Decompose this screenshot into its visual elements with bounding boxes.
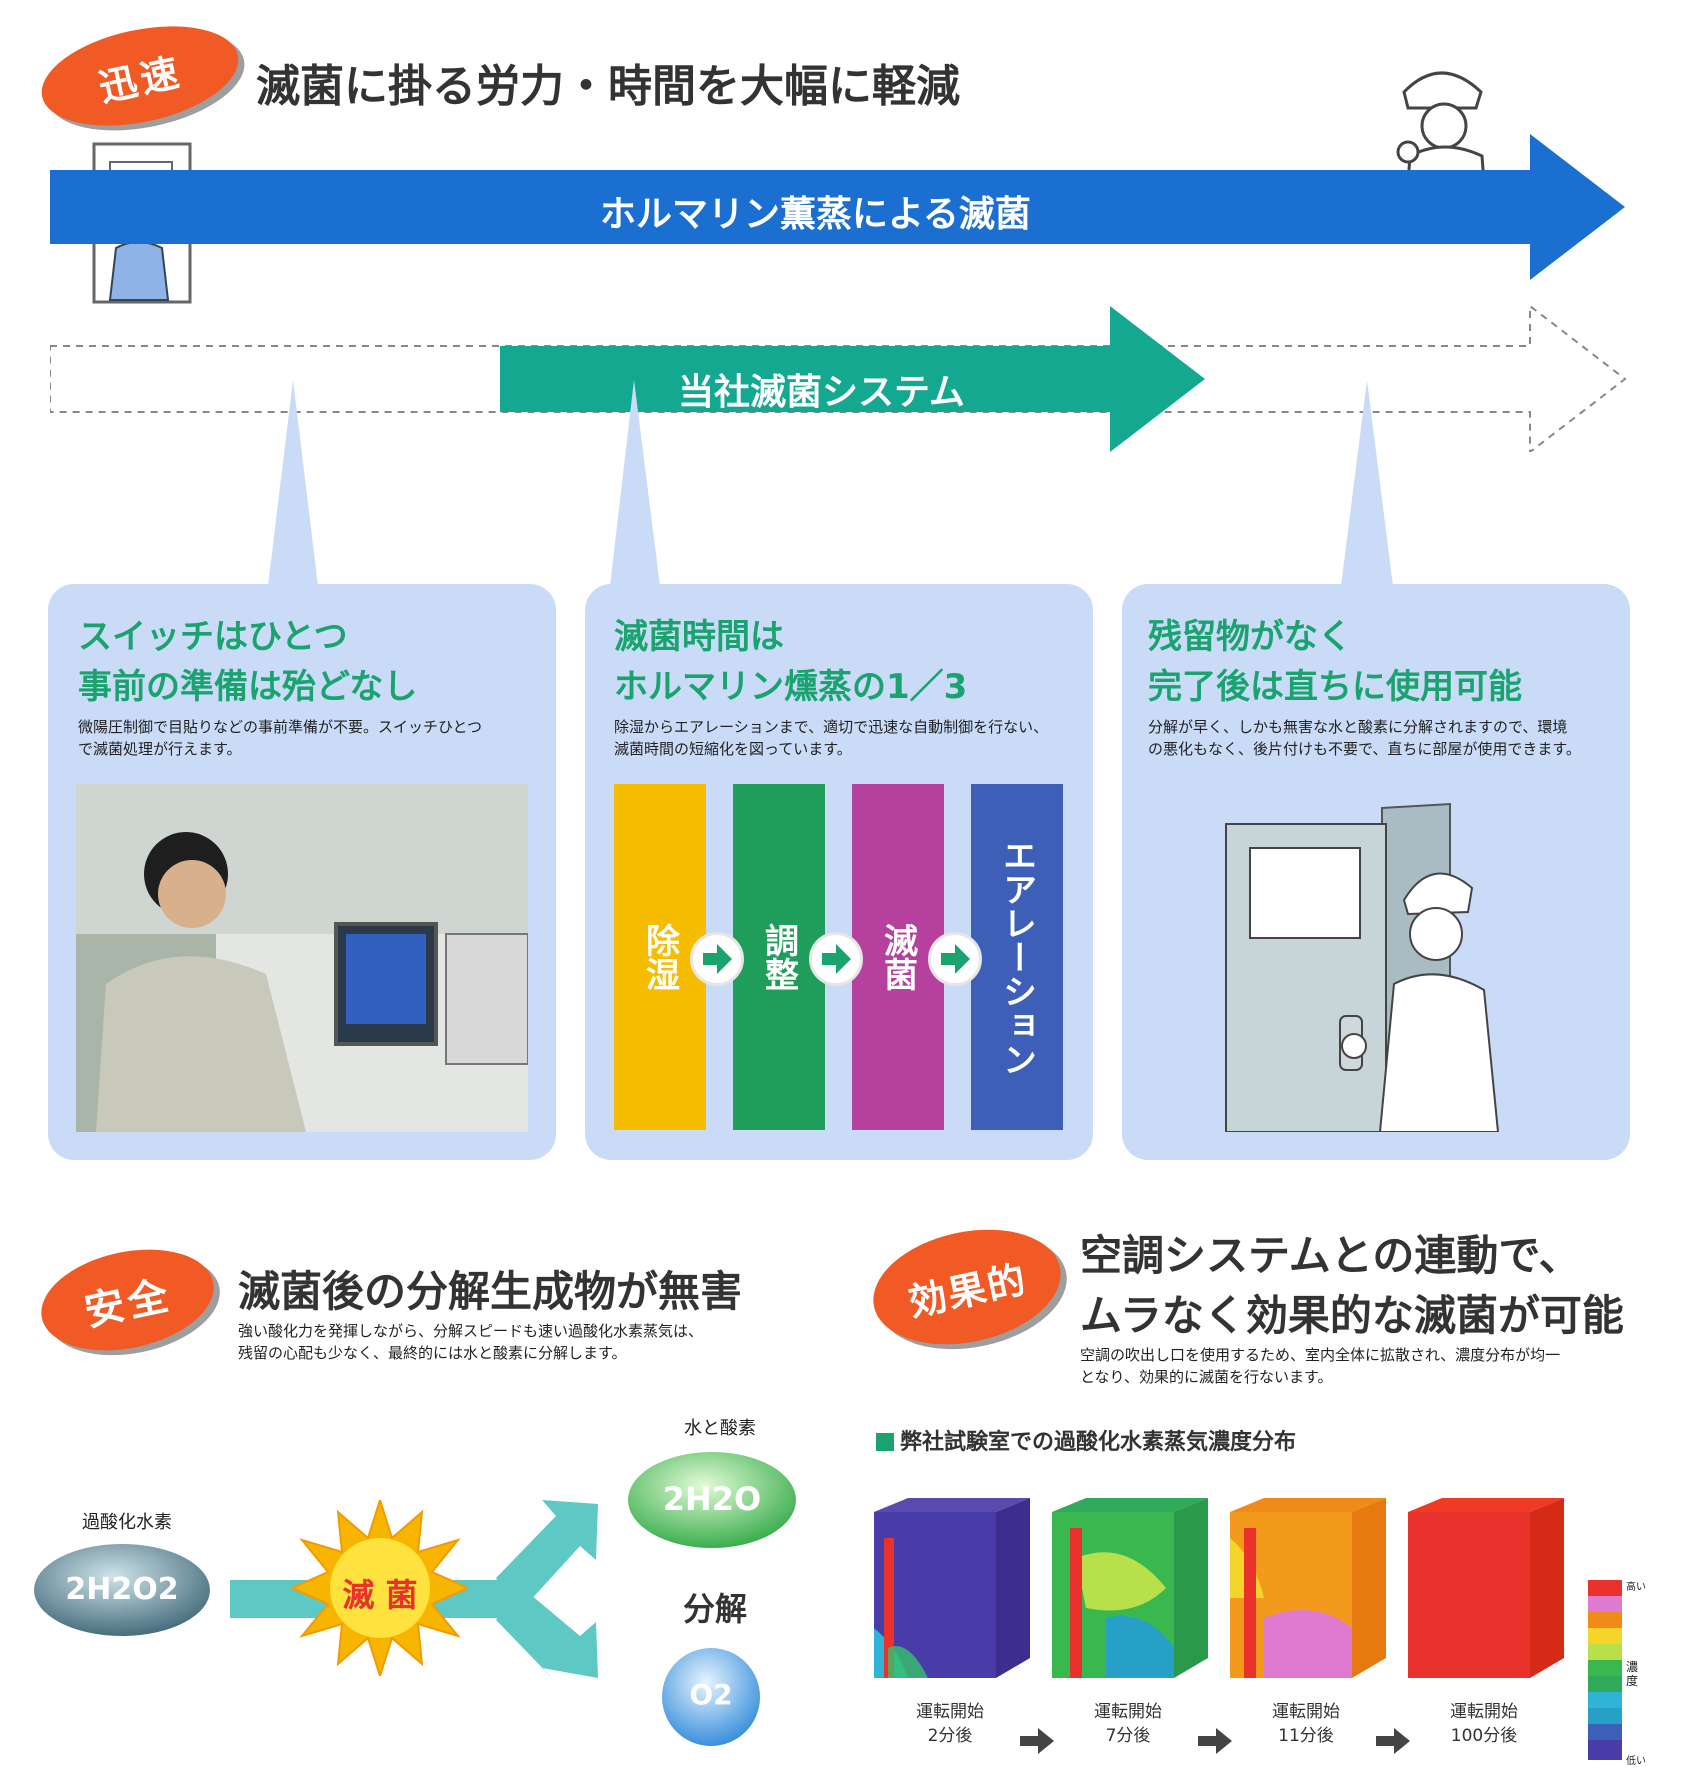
formalin-arrow-label: ホルマリン薫蒸による滅菌	[600, 194, 1031, 235]
effective-badge-label: 効果的	[904, 1256, 1031, 1325]
safety-body: 強い酸化力を発揮しながら、分解スピードも速い過酸化水素蒸気は、 残留の心配も少な…	[238, 1322, 704, 1362]
scale-mid-label: 濃度	[1626, 1660, 1639, 1688]
oxygen-formula: O2	[689, 1678, 733, 1711]
concentration-chart-title-text: 弊社試験室での過酸化水素蒸気濃度分布	[900, 1430, 1297, 1455]
step-aeration: エアレーション	[971, 784, 1063, 1130]
speed-badge: 迅速	[32, 10, 248, 142]
our-system-arrow-label: 当社滅菌システム	[678, 372, 965, 413]
scale-low-label: 低い	[1626, 1756, 1646, 1767]
h2o2-formula: 2H2O2	[65, 1572, 179, 1607]
step-adjust-label: 調整	[758, 923, 799, 991]
green-square-icon	[876, 1433, 894, 1451]
oxygen-molecule	[662, 1648, 760, 1746]
stage-arrow-1-icon	[1020, 1728, 1054, 1754]
safety-heading: 滅菌後の分解生成物が無害	[238, 1267, 743, 1316]
card-one-title: スイッチはひとつ 事前の準備は殆どなし	[78, 617, 418, 707]
step-arrow-1-icon	[690, 932, 744, 986]
step-dehumidify-label: 除湿	[639, 923, 680, 991]
effective-body: 空調の吹出し口を使用するため、室内全体に拡散され、濃度分布が均一 となり、効果的…	[1080, 1346, 1561, 1386]
concentration-cube-7min	[1052, 1498, 1208, 1678]
safety-badge-label: 安全	[80, 1272, 177, 1336]
water-oxygen-label: 水と酸素	[684, 1418, 756, 1439]
stage-label-100min: 運転開始 100分後	[1450, 1702, 1518, 1746]
concentration-cube-100min	[1408, 1498, 1564, 1678]
step-arrow-2-icon	[809, 932, 863, 986]
concentration-cube-2min	[874, 1498, 1030, 1678]
step-aeration-label: エアレーション	[996, 838, 1037, 1076]
card-one-body: 微陽圧制御で目貼りなどの事前準備が不要。スイッチひとつ で滅菌処理が行えます。	[78, 718, 482, 758]
stage-arrow-2-icon	[1198, 1728, 1232, 1754]
our-system-arrow	[500, 306, 1205, 452]
concentration-chart-title: 弊社試験室での過酸化水素蒸気濃度分布	[876, 1424, 1296, 1456]
sterilize-label: 滅 菌	[342, 1576, 418, 1614]
speed-badge-label: 迅速	[95, 49, 187, 110]
stage-label-11min: 運転開始 11分後	[1272, 1702, 1340, 1746]
card-two-title: 滅菌時間は ホルマリン燻蒸の1／3	[614, 617, 968, 707]
sterilize-burst-icon	[292, 1500, 468, 1676]
effective-badge: 効果的	[862, 1213, 1072, 1361]
concentration-color-scale	[1588, 1580, 1622, 1760]
card-two-body: 除湿からエアレーションまで、適切で迅速な自動制御を行ない、 滅菌時間の短縮化を図…	[614, 718, 1049, 758]
effective-heading-line1: 空調システムとの連動で、	[1080, 1231, 1581, 1280]
concentration-cube-11min	[1230, 1498, 1386, 1678]
speed-heading: 滅菌に掛る労力・時間を大幅に軽減	[256, 61, 960, 112]
h2o2-molecule	[34, 1544, 210, 1636]
stage-arrow-3-icon	[1376, 1728, 1410, 1754]
operator-at-control-panel-photo	[76, 784, 528, 1132]
stage-label-7min: 運転開始 7分後	[1094, 1702, 1162, 1746]
step-sterilize-label: 滅菌	[877, 923, 918, 991]
h2o2-label: 過酸化水素	[82, 1512, 172, 1533]
stage-label-2min: 運転開始 2分後	[916, 1702, 984, 1746]
water-molecule	[628, 1452, 796, 1548]
scale-high-label: 高い	[1626, 1582, 1646, 1593]
formalin-process-arrow	[50, 134, 1625, 280]
safety-badge: 安全	[31, 1234, 224, 1366]
card-pointers	[268, 380, 1393, 586]
worker-opening-door-illustration	[1225, 802, 1500, 1132]
effective-heading-line2: ムラなく効果的な滅菌が可能	[1080, 1291, 1624, 1340]
step-arrow-3-icon	[928, 932, 982, 986]
card-three-title: 残留物がなく 完了後は直ちに使用可能	[1148, 617, 1522, 707]
card-three-body: 分解が早く、しかも無害な水と酸素に分解されますので、環境 の悪化もなく、後片付け…	[1148, 718, 1581, 758]
decompose-label: 分解	[682, 1590, 747, 1628]
water-formula: 2H2O	[662, 1480, 762, 1518]
